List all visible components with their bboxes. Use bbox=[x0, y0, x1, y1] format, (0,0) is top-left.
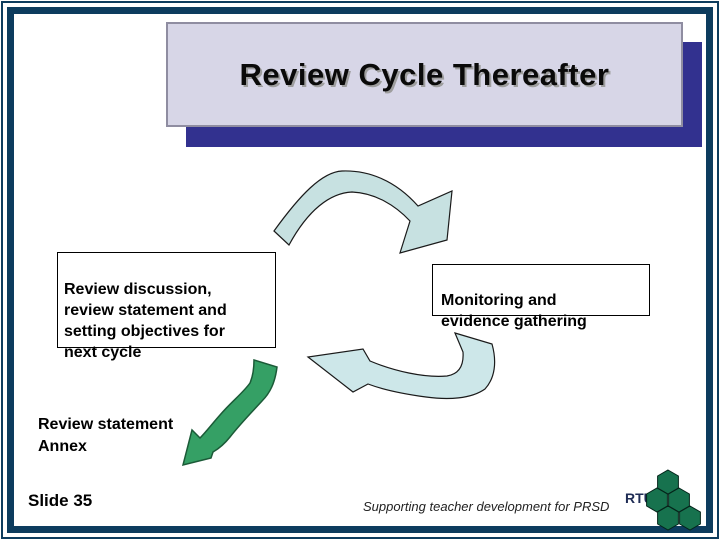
monitoring-text: Monitoring and evidence gathering bbox=[441, 292, 587, 330]
monitoring-box: Monitoring and evidence gathering bbox=[432, 264, 650, 330]
footer-caption: Supporting teacher development for PRSD bbox=[363, 499, 610, 514]
slide-title: Review Cycle Thereafter bbox=[239, 56, 610, 92]
hexagon-icon bbox=[657, 505, 679, 531]
review-discussion-text: Review discussion, review statement and … bbox=[64, 281, 227, 361]
annex-arrow-icon bbox=[181, 358, 278, 467]
title-box: Review Cycle Thereafter bbox=[166, 22, 683, 127]
hexagon-icon bbox=[668, 487, 690, 513]
slide-number: Slide 35 bbox=[28, 491, 93, 510]
hexagon-icon bbox=[679, 505, 701, 531]
rtu-logo-hexagons-icon bbox=[646, 469, 701, 531]
review-discussion-box: Review discussion, review statement and … bbox=[57, 252, 276, 361]
hexagon-icon bbox=[646, 487, 668, 513]
hexagon-icon bbox=[657, 469, 679, 495]
cycle-arrow-return-icon bbox=[306, 332, 496, 400]
cycle-arrow-forward-icon bbox=[273, 170, 453, 254]
annex-label: Review statement Annex bbox=[38, 416, 174, 455]
